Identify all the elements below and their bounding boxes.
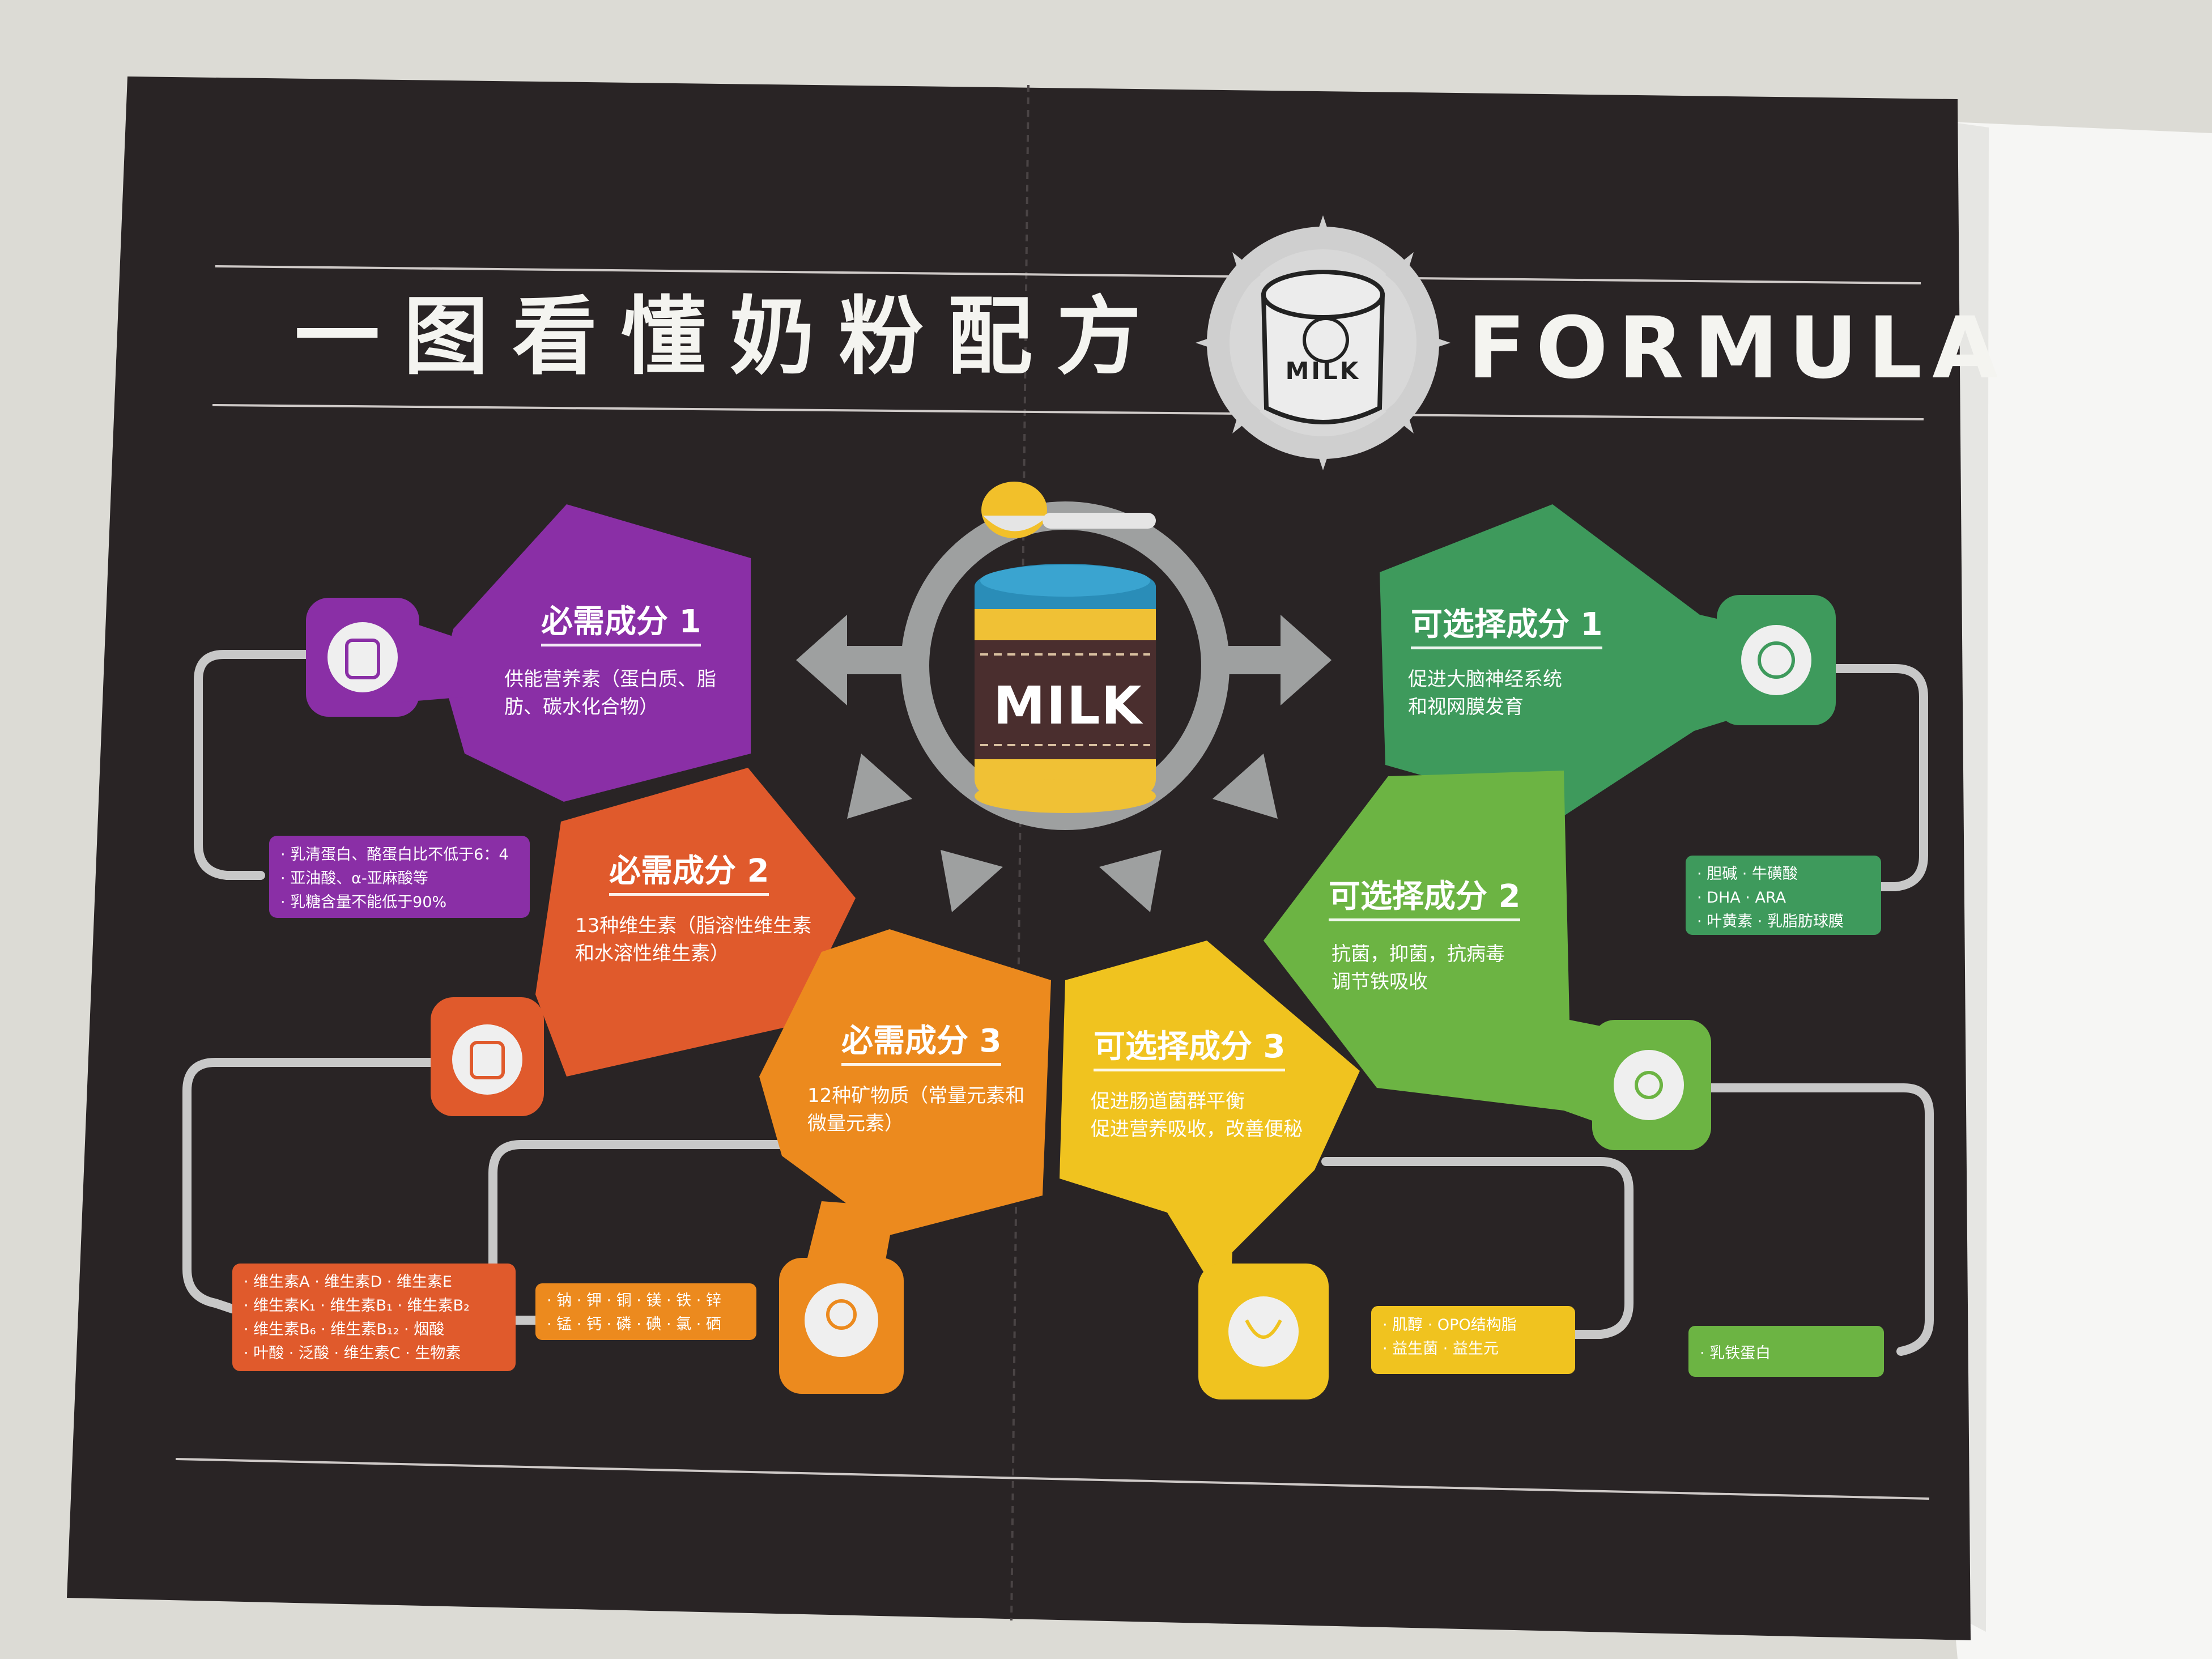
tag-line: · 乳清蛋白、酪蛋白比不低于6：4	[280, 846, 509, 863]
essential-3-desc: 12种矿物质（常量元素和 微量元素）	[807, 1082, 1024, 1138]
tag-line: · DHA · ARA	[1697, 888, 1786, 907]
tag-line: · 胆碱 · 牛磺酸	[1697, 865, 1798, 883]
optional-3-desc: 促进肠道菌群平衡 促进营养吸收，改善便秘	[1091, 1088, 1303, 1144]
tag-line: · 肌醇 · OPO结构脂	[1382, 1316, 1517, 1334]
teddy-bear-icon	[805, 1283, 878, 1357]
essential-1-desc-line: 肪、碳水化合物）	[504, 696, 658, 719]
optional-1-desc-line: 促进大脑神经系统	[1408, 668, 1562, 691]
optional-1-tags: · 胆碱 · 牛磺酸 · DHA · ARA · 叶黄素 · 乳脂肪球膜	[1697, 862, 1844, 934]
center-hub	[796, 482, 1332, 912]
tag-line: · 乳铁蛋白	[1700, 1345, 1771, 1362]
essential-2-desc-line: 和水溶性维生素）	[575, 942, 729, 965]
fold-crease	[1010, 84, 1030, 1621]
optional-card-2	[1264, 771, 1884, 1377]
tag-line: · 乳糖含量不能低于90%	[280, 893, 447, 911]
header-rule-top	[215, 265, 1921, 284]
optional-card-3	[1060, 941, 1575, 1399]
optional-2-desc-line: 调节铁吸收	[1332, 971, 1428, 994]
adjacent-page	[1949, 122, 2212, 1659]
tag-line: · 维生素A · 维生素D · 维生素E	[244, 1273, 452, 1291]
essential-card-3	[535, 929, 1051, 1394]
optional-1-title: 可选择成分 1	[1411, 609, 1603, 649]
bib-icon	[1228, 1296, 1299, 1367]
tag-line: · 叶黄素 · 乳脂肪球膜	[1697, 912, 1844, 930]
baby-bottle-icon	[327, 622, 398, 692]
baby-food-jar-icon	[452, 1024, 522, 1095]
tag-line: · 亚油酸、α-亚麻酸等	[280, 869, 428, 887]
essential-3-desc-line: 12种矿物质（常量元素和	[807, 1084, 1025, 1107]
page-title-en: FORMULA	[1467, 299, 2009, 398]
optional-3-desc-line: 促进营养吸收，改善便秘	[1091, 1118, 1303, 1141]
optional-card-1	[1380, 504, 1881, 935]
connector-lines	[182, 650, 1934, 1356]
essential-1-title: 必需成分 1	[541, 606, 701, 646]
tag-line: · 叶酸 · 泛酸 · 维生素C · 生物素	[244, 1344, 461, 1362]
optional-1-desc-line: 和视网膜发育	[1408, 696, 1524, 719]
optional-3-desc-line: 促进肠道菌群平衡	[1091, 1090, 1245, 1113]
tag-line: · 锰 · 钙 · 磷 · 碘 · 氯 · 硒	[547, 1315, 721, 1333]
logo-can-text: MILK	[1285, 357, 1361, 385]
essential-2-desc: 13种维生素（脂溶性维生素 和水溶性维生素）	[575, 912, 811, 968]
optional-2-desc: 抗菌，抑菌，抗病毒 调节铁吸收	[1332, 941, 1505, 997]
center-can-label: MILK	[993, 675, 1143, 736]
tag-line: · 维生素K₁ · 维生素B₁ · 维生素B₂	[244, 1296, 470, 1315]
optional-3-tags: · 肌醇 · OPO结构脂 · 益生菌 · 益生元	[1382, 1313, 1517, 1361]
optional-2-title: 可选择成分 2	[1329, 881, 1521, 921]
milk-can-logo-icon	[1196, 215, 1450, 470]
header-rule-bottom	[212, 404, 1924, 420]
tag-line: · 维生素B₆ · 维生素B₁₂ · 烟酸	[244, 1320, 445, 1338]
essential-card-1	[269, 504, 751, 918]
essential-3-desc-line: 微量元素）	[807, 1112, 904, 1135]
essential-2-title: 必需成分 2	[609, 856, 769, 896]
tag-line: · 钠 · 钾 · 铜 · 镁 · 铁 · 锌	[547, 1292, 721, 1309]
optional-1-desc: 促进大脑神经系统 和视网膜发育	[1408, 666, 1562, 722]
essential-3-title: 必需成分 3	[841, 1026, 1002, 1066]
baby-face-icon	[1741, 625, 1811, 695]
page-title-cn: 一图看懂奶粉配方	[295, 288, 1165, 386]
essential-card-2	[232, 768, 856, 1371]
optional-3-title: 可选择成分 3	[1094, 1031, 1286, 1071]
tag-line: · 益生菌 · 益生元	[1382, 1339, 1499, 1358]
optional-2-tags: · 乳铁蛋白	[1700, 1342, 1771, 1366]
pacifier-icon	[1614, 1050, 1684, 1120]
footer-rule	[175, 1458, 1930, 1500]
essential-3-tags: · 钠 · 钾 · 铜 · 镁 · 铁 · 锌 · 锰 · 钙 · 磷 · 碘 …	[547, 1289, 721, 1337]
optional-2-desc-line: 抗菌，抑菌，抗病毒	[1332, 943, 1505, 965]
essential-2-desc-line: 13种维生素（脂溶性维生素	[575, 914, 812, 937]
essential-1-desc: 供能营养素（蛋白质、脂 肪、碳水化合物）	[504, 666, 716, 722]
essential-2-tags: · 维生素A · 维生素D · 维生素E · 维生素K₁ · 维生素B₁ · 维…	[244, 1270, 470, 1365]
essential-1-desc-line: 供能营养素（蛋白质、脂	[504, 668, 716, 691]
essential-1-tags: · 乳清蛋白、酪蛋白比不低于6：4 · 亚油酸、α-亚麻酸等 · 乳糖含量不能低…	[280, 843, 509, 914]
